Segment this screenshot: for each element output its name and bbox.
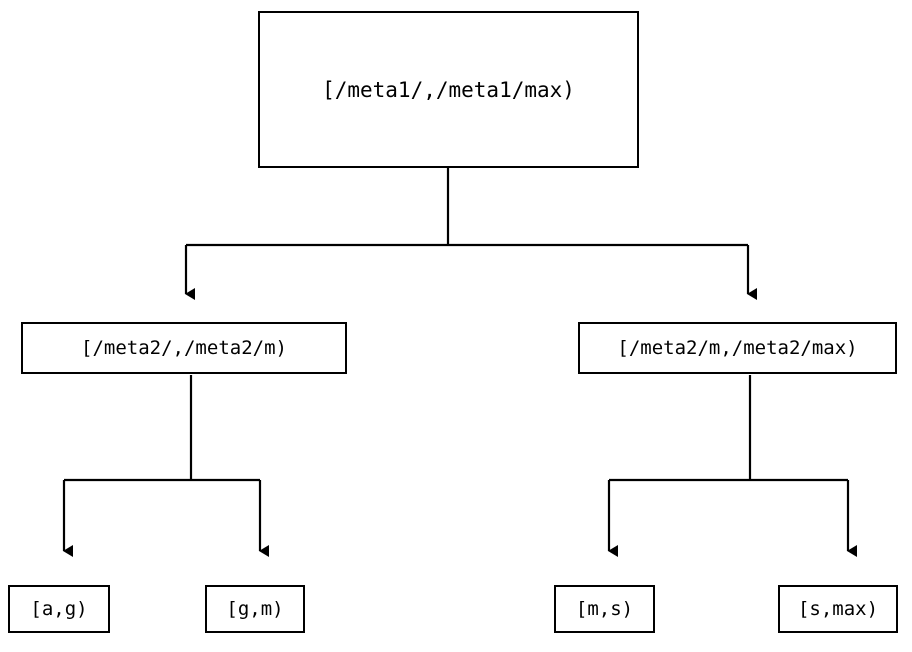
tree-node-mid-left[interactable]: [/meta2/,/meta2/m) (21, 322, 347, 374)
edge-mid-right-to-leaf-ms (607, 375, 848, 557)
tree-leaf-node[interactable]: [s,max) (778, 585, 898, 633)
edge-mid-left-to-leaf-ag (62, 375, 260, 557)
edge-root-to-mid-left (184, 168, 748, 300)
tree-node-root[interactable]: [/meta1/,/meta1/max) (258, 11, 639, 168)
tree-leaf-node[interactable]: [m,s) (554, 585, 655, 633)
tree-leaf-node[interactable]: [a,g) (8, 585, 110, 633)
tree-leaf-node[interactable]: [g,m) (205, 585, 305, 633)
tree-node-mid-right[interactable]: [/meta2/m,/meta2/max) (578, 322, 897, 374)
